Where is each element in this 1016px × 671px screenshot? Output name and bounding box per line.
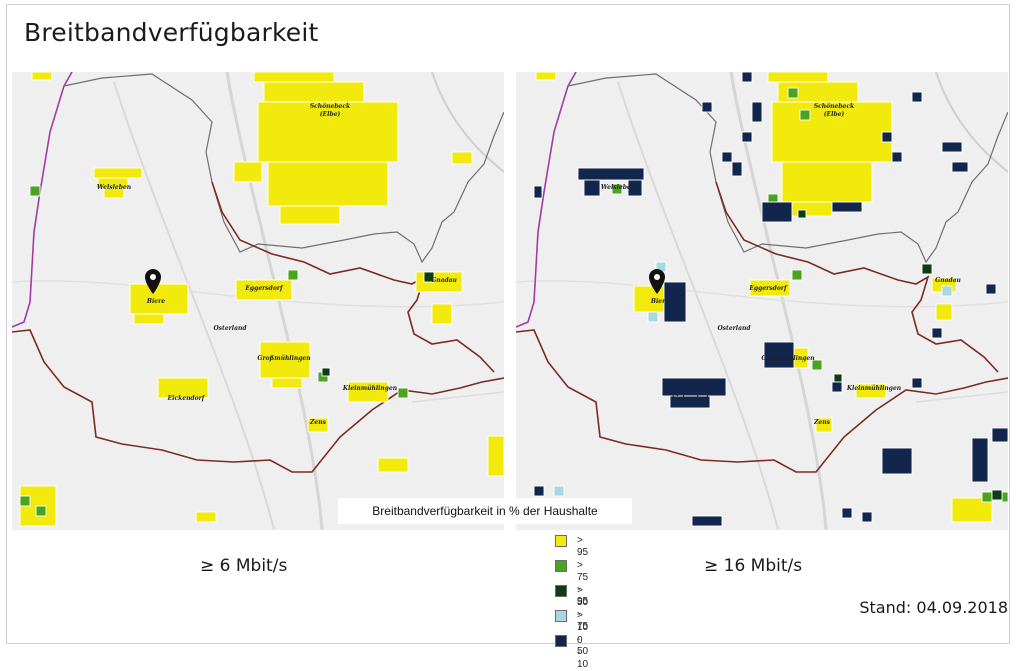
legend-label: > 95 — [577, 535, 589, 558]
legend-label: > 50 - 75 — [577, 585, 589, 632]
legend-label: 0 - 10 — [577, 635, 589, 670]
label-grossmuehlingen: Großmühlingen — [257, 355, 310, 362]
map-16-mbit[interactable]: Schönebeck (Elbe) Welsleben Biere Eggers… — [516, 72, 1008, 530]
label-schoenebeck: Schönebeck — [814, 103, 854, 110]
label-grossmuehlingen: Großmühlingen — [761, 355, 814, 362]
map-16-mbit-canvas: Schönebeck (Elbe) Welsleben Biere Eggers… — [516, 72, 1008, 530]
map-6-mbit[interactable]: Schönebeck (Elbe) Welsleben Biere Eggers… — [12, 72, 504, 530]
label-kleinmuehlingen: Kleinmühlingen — [342, 385, 397, 392]
label-biere: Biere — [650, 298, 669, 305]
page-title: Breitbandverfügbarkeit — [24, 18, 319, 47]
label-eggersdorf: Eggersdorf — [748, 285, 788, 292]
label-welsleben: Welsleben — [601, 184, 635, 191]
label-eggersdorf: Eggersdorf — [244, 285, 284, 292]
label-osterland: Osterland — [213, 325, 247, 332]
legend-swatch — [555, 635, 567, 647]
label-schoenebeck-elbe: (Elbe) — [320, 111, 341, 118]
label-zens: Zens — [309, 419, 327, 426]
speed-label-left: ≥ 6 Mbit/s — [200, 556, 288, 576]
legend-label: > 75 - 95 — [577, 560, 589, 607]
label-osterland: Osterland — [717, 325, 751, 332]
label-gnadau: Gnadau — [431, 277, 457, 284]
label-eickendorf: Eickendorf — [167, 395, 206, 402]
stand-date: Stand: 04.09.2018 — [859, 598, 1008, 617]
label-welsleben: Welsleben — [97, 184, 131, 191]
coverage-cells — [533, 72, 1008, 527]
map-6-mbit-canvas: Schönebeck (Elbe) Welsleben Biere Eggers… — [12, 72, 504, 530]
legend-swatch — [555, 535, 567, 547]
coverage-cells — [19, 72, 504, 527]
legend-title: Breitbandverfügbarkeit in % der Haushalt… — [338, 498, 632, 524]
biere-pin-icon — [145, 269, 161, 294]
biere-pin-icon — [649, 269, 665, 294]
label-biere: Biere — [146, 298, 165, 305]
legend-swatch — [555, 560, 567, 572]
legend-swatch — [555, 585, 567, 597]
speed-label-right: ≥ 16 Mbit/s — [704, 556, 803, 576]
label-kleinmuehlingen: Kleinmühlingen — [846, 385, 901, 392]
label-zens: Zens — [813, 419, 831, 426]
legend-swatch — [555, 610, 567, 622]
label-eickendorf: Eickendorf — [671, 395, 710, 402]
slide-frame — [6, 4, 1010, 644]
label-schoenebeck-elbe: (Elbe) — [824, 111, 845, 118]
label-gnadau: Gnadau — [935, 277, 961, 284]
label-schoenebeck: Schönebeck — [310, 103, 350, 110]
